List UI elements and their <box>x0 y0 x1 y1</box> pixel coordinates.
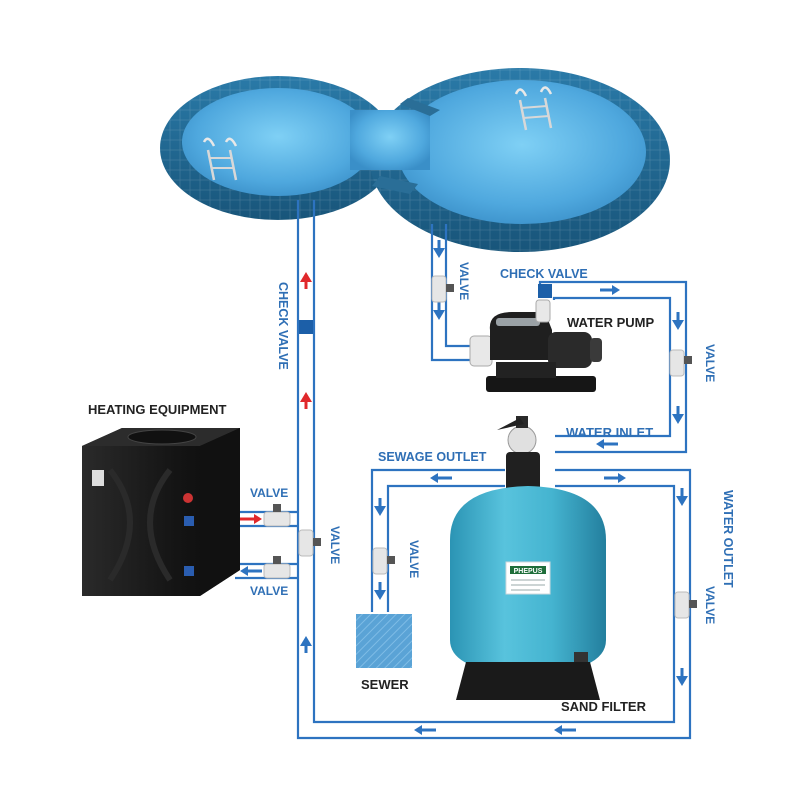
arrow-left-blue-icon <box>430 473 438 483</box>
valve-icon[interactable] <box>263 556 291 579</box>
arrow-right-blue-icon <box>612 285 620 295</box>
arrow-up-red-icon <box>300 392 312 402</box>
arrow-down-blue-icon <box>374 506 386 516</box>
valve-icon[interactable] <box>669 349 692 377</box>
label-water-pump: WATER PUMP <box>567 315 654 330</box>
sand-filter-icon: PHEPUS <box>450 416 606 700</box>
label-sewer: SEWER <box>361 677 409 692</box>
valve-icon[interactable] <box>372 547 395 575</box>
label-valve-outlet: VALVE <box>703 586 717 624</box>
label-valve-sewage: VALVE <box>407 540 421 578</box>
label-valve-bypass: VALVE <box>328 526 342 564</box>
label-sand-filter: SAND FILTER <box>561 699 647 714</box>
arrow-left-blue-icon <box>596 439 604 449</box>
arrow-left-blue-icon <box>240 566 248 576</box>
arrow-left-blue-icon <box>554 725 562 735</box>
label-check-valve-vertical: CHECK VALVE <box>276 282 290 370</box>
arrow-down-blue-icon <box>672 320 684 330</box>
arrow-down-blue-icon <box>374 590 386 600</box>
arrow-down-blue-icon <box>676 676 688 686</box>
heat-pump-icon <box>82 428 240 596</box>
arrow-down-blue-icon <box>672 414 684 424</box>
label-valve-suction: VALVE <box>457 262 471 300</box>
arrow-up-blue-icon <box>300 636 312 646</box>
valve-icon[interactable] <box>263 504 291 527</box>
valve-icon[interactable] <box>298 529 321 557</box>
check-valve-icon[interactable] <box>299 320 313 334</box>
label-water-outlet: WATER OUTLET <box>721 490 735 588</box>
label-check-valve-top: CHECK VALVE <box>500 267 588 281</box>
arrow-left-blue-icon <box>414 725 422 735</box>
flow-arrows <box>240 240 688 735</box>
valve-icon[interactable] <box>674 591 697 619</box>
arrow-down-blue-icon <box>676 496 688 506</box>
label-valve-inlet: VALVE <box>703 344 717 382</box>
ladder-icon <box>514 86 553 131</box>
arrow-right-blue-icon <box>618 473 626 483</box>
filter-brand: PHEPUS <box>514 568 543 575</box>
arrow-up-red-icon <box>300 272 312 282</box>
label-valve-heater-in: VALVE <box>250 486 288 500</box>
sewer-icon <box>356 614 412 668</box>
label-heating-equipment: HEATING EQUIPMENT <box>88 402 226 417</box>
arrow-right-red-icon <box>254 514 262 524</box>
label-water-inlet: WATER INLET <box>566 425 653 440</box>
label-sewage-outlet: SEWAGE OUTLET <box>378 450 487 464</box>
ladder-icon <box>202 137 238 181</box>
arrow-down-blue-icon <box>433 310 445 320</box>
arrow-down-blue-icon <box>433 248 445 258</box>
valve-icon[interactable] <box>431 275 454 303</box>
pump-icon <box>469 299 602 392</box>
check-valve-icon[interactable] <box>538 284 552 298</box>
pool-icon <box>160 68 670 252</box>
label-valve-heater-out: VALVE <box>250 584 288 598</box>
